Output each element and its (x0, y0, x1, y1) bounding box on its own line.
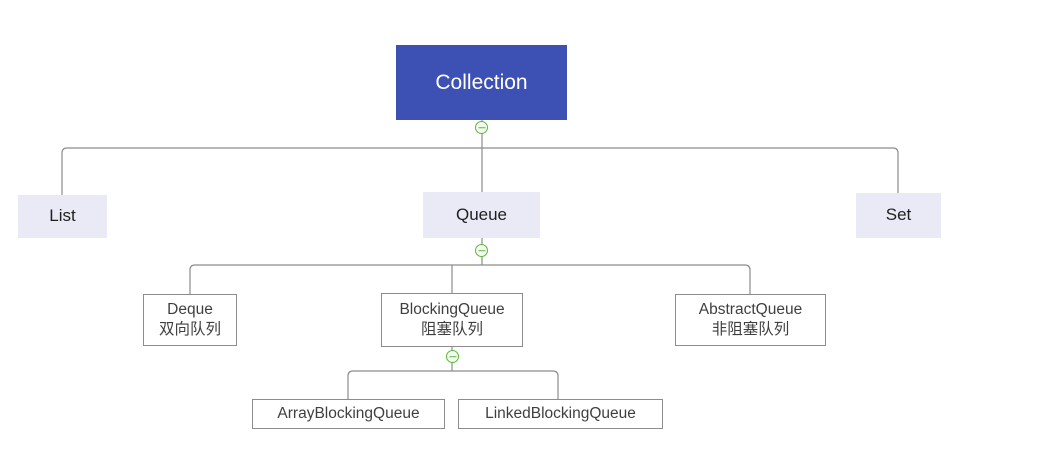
node-set-label: Set (885, 205, 912, 225)
minus-icon (449, 355, 456, 358)
minus-icon (478, 126, 485, 129)
node-abstract-queue-sublabel: 非阻塞队列 (711, 321, 790, 338)
node-queue-label: Queue (455, 204, 508, 224)
node-abstract-queue-label: AbstractQueue (698, 300, 803, 318)
node-deque-label: Deque (167, 300, 213, 318)
node-list[interactable]: List (18, 195, 107, 238)
minus-icon (478, 249, 485, 252)
node-collection-label: Collection (435, 70, 528, 94)
node-array-blocking-queue-label: ArrayBlockingQueue (277, 404, 420, 422)
node-queue[interactable]: Queue (423, 192, 540, 238)
node-linked-blocking-queue[interactable]: LinkedBlockingQueue (458, 399, 663, 429)
node-deque[interactable]: Deque 双向队列 (143, 294, 237, 346)
node-linked-blocking-queue-label: LinkedBlockingQueue (485, 404, 636, 422)
collapse-button-queue[interactable] (475, 244, 488, 257)
node-deque-sublabel: 双向队列 (158, 321, 221, 338)
node-set[interactable]: Set (856, 193, 941, 238)
node-list-label: List (49, 206, 76, 226)
collapse-button-collection[interactable] (475, 121, 488, 134)
node-blocking-queue-sublabel: 阻塞队列 (420, 321, 483, 338)
node-collection[interactable]: Collection (396, 45, 567, 120)
node-blocking-queue-label: BlockingQueue (399, 300, 505, 318)
node-array-blocking-queue[interactable]: ArrayBlockingQueue (252, 399, 445, 429)
collapse-button-blocking-queue[interactable] (446, 350, 459, 363)
node-abstract-queue[interactable]: AbstractQueue 非阻塞队列 (675, 294, 826, 346)
node-blocking-queue[interactable]: BlockingQueue 阻塞队列 (381, 293, 523, 347)
